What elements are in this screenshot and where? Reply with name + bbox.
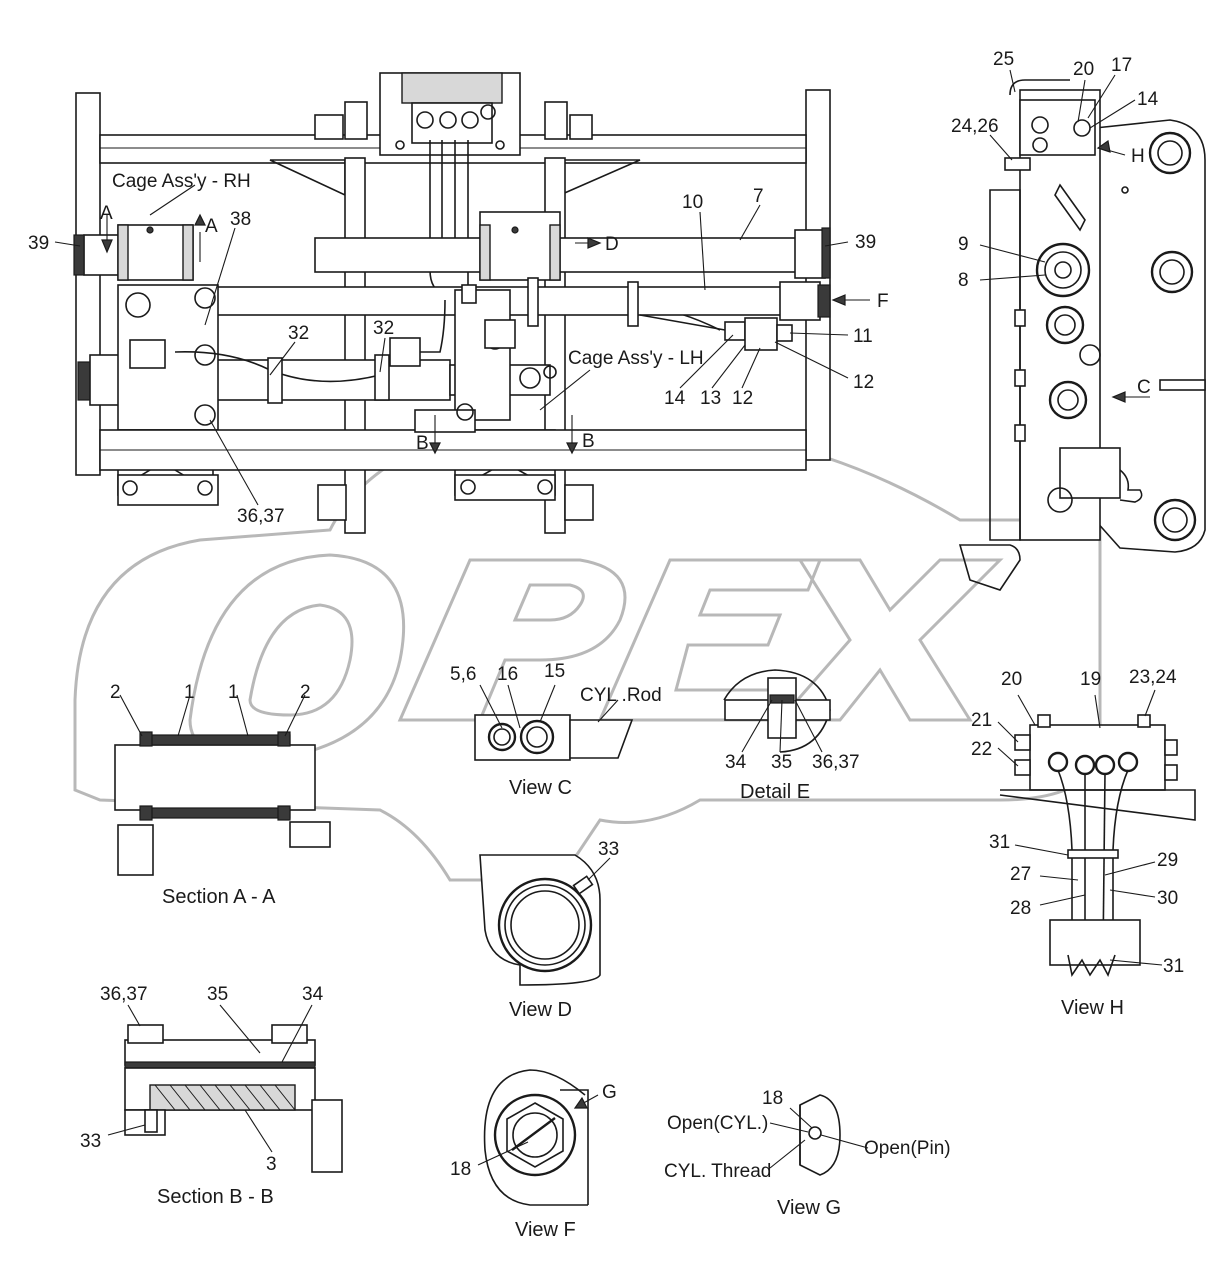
section-aa-drawing xyxy=(114,694,331,876)
view-f-drawing xyxy=(477,1069,599,1206)
opex-watermark xyxy=(73,438,1102,882)
main-leaders xyxy=(54,184,870,506)
view-g-drawing xyxy=(769,1094,869,1176)
main-cage-assembly xyxy=(73,72,831,534)
side-view-assembly xyxy=(958,69,1206,591)
detail-e-drawing xyxy=(723,669,831,753)
view-h-drawing xyxy=(997,689,1196,978)
section-bb-drawing xyxy=(107,1004,343,1173)
view-c-drawing xyxy=(474,684,634,761)
view-d-drawing xyxy=(479,854,611,986)
